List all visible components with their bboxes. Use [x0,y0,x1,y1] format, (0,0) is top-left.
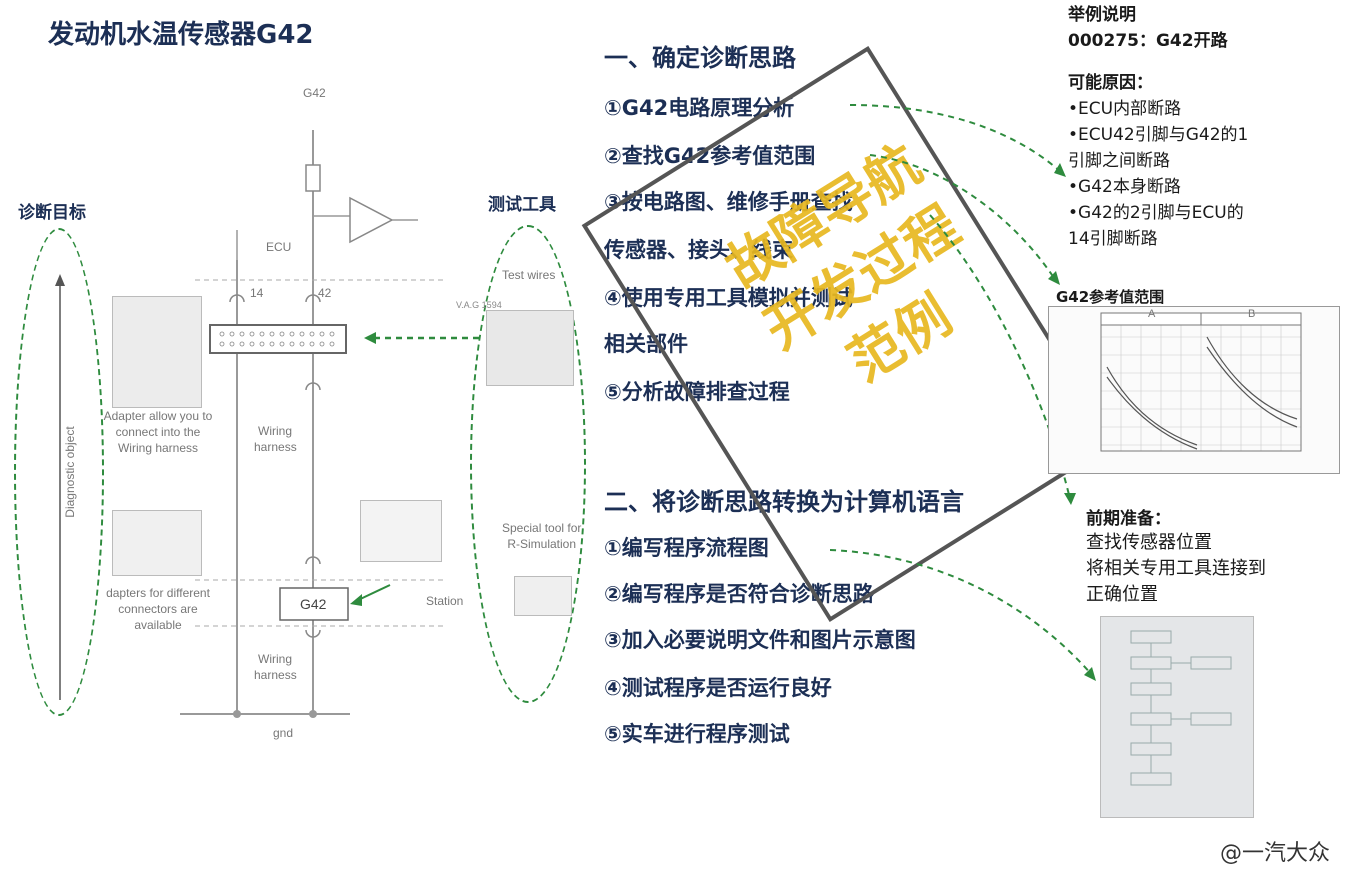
adapter-note: Adapter allow you to connect into the Wi… [98,408,218,456]
special-tool-line: R-Simulation [507,537,577,551]
prep-line: 正确位置 [1086,584,1158,605]
section1-step: ①G42电路原理分析 [604,96,795,120]
diag-target-ellipse [14,228,104,716]
test-wires-photo [486,310,574,386]
flowchart-paper-photo [1100,616,1254,818]
cause-item: •G42的2引脚与ECU的 [1068,203,1244,223]
circuit-pin-14: 14 [250,286,264,300]
test-tools-label: 测试工具 [488,195,556,215]
page-title: 发动机水温传感器G42 [48,20,314,50]
section2-step: ①编写程序流程图 [604,536,769,560]
cause-item: 14引脚断路 [1068,229,1158,249]
adapters-note-line: connectors are [118,602,198,616]
cause-item: •ECU内部断路 [1068,99,1182,119]
adapter-note-line: Wiring harness [117,441,199,455]
circuit-wiring-2b: harness [254,668,297,682]
prep-title: 前期准备： [1086,509,1171,529]
section1-step: ③按电路图、维修手册查找 [604,190,853,214]
adapter-note-line: connect into the [115,425,201,439]
circuit-wiring-2a: Wiring [258,652,293,666]
diag-target-label: 诊断目标 [18,203,86,223]
adapters-photo [112,510,202,576]
diag-object-text: Diagnostic object [63,426,77,518]
graph-panel-a: A [1148,308,1156,320]
graph-title: G42参考值范围 [1056,288,1165,306]
section1-step: ⑤分析故障排查过程 [604,380,790,404]
adapters-note-line: dapters for different [106,586,210,600]
section1-heading: 一、确定诊断思路 [604,44,796,72]
diag-object-arrow [55,274,65,700]
circuit-pin-42: 42 [318,286,332,300]
cause-item: •G42本身断路 [1068,177,1181,197]
test-wires-label: Test wires [502,268,556,282]
circuit-ecu: ECU [266,240,292,254]
cause-item: 引脚之间断路 [1068,151,1170,171]
test-tools-ellipse [470,225,586,703]
special-tool-line: Special tool for [502,521,582,535]
section2-step: ③加入必要说明文件和图片示意图 [604,628,916,652]
circuit-g42-box: G42 [300,596,327,612]
graph-panel-b: B [1248,308,1256,320]
section2-step: ④测试程序是否运行良好 [604,676,832,700]
reference-graph-svg [1100,312,1302,452]
section1-step: ④使用专用工具模拟并测试 [604,286,853,310]
flowchart-sketch [1130,630,1232,786]
cause-item: •ECU42引脚与G42的1 [1068,125,1249,145]
tools-to-connector-arrow [364,332,482,344]
section1-step: ②查找G42参考值范围 [604,144,816,168]
adapter-photo [112,296,202,408]
example-line1: 举例说明 [1068,5,1136,25]
special-tool-note: Special tool for R-Simulation [502,520,581,552]
sensor-photo [360,500,442,562]
section2-step: ②编写程序是否符合诊断思路 [604,582,874,606]
station-label: Station [426,594,464,608]
reference-graph [1048,306,1340,474]
adapters-note: dapters for different connectors are ava… [96,585,220,633]
adapters-note-line: available [134,618,182,632]
circuit-wiring-1a: Wiring [258,424,293,438]
circuit-wiring-1b: harness [254,440,297,454]
section1-step: 传感器、接头、线束 [604,238,793,262]
section2-heading: 二、将诊断思路转换为计算机语言 [604,488,964,516]
circuit-gnd: gnd [273,726,294,740]
flow-arrows [830,104,1096,681]
prep-line: 查找传感器位置 [1086,532,1212,553]
section2-step: ⑤实车进行程序测试 [604,722,790,746]
watermark: @一汽大众 [1219,841,1330,866]
vag-code: V.A.G 1594 [456,300,502,310]
circuit-g42-top: G42 [303,86,326,100]
circuit-diagram [180,130,445,718]
example-line2: 000275：G42开路 [1068,31,1228,51]
adapter-note-line: Adapter allow you to [103,409,213,423]
prep-line: 将相关专用工具连接到 [1086,558,1266,579]
causes-title: 可能原因： [1068,73,1153,93]
section1-step: 相关部件 [604,332,688,356]
special-tool-photo [514,576,572,616]
